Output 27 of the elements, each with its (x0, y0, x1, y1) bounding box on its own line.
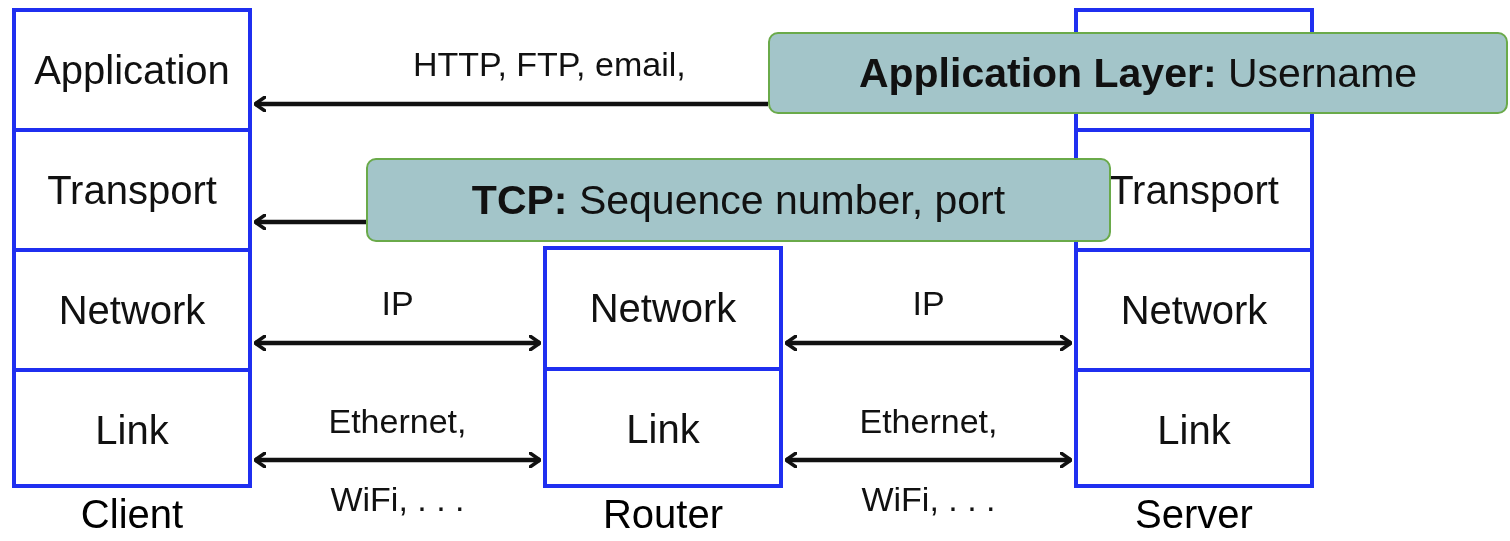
host-name: Server (1135, 492, 1253, 536)
layer-name: Transport (1109, 167, 1279, 213)
layer-name: Network (589, 286, 737, 331)
double-arrow (784, 334, 1073, 352)
callout-text: Application Layer: Username (858, 49, 1418, 97)
protocol-label: Ethernet, WiFi, . . . (327, 401, 468, 520)
double-arrow (253, 451, 542, 469)
annotation-tooltip (768, 32, 1508, 114)
layer-name: Link (95, 407, 169, 453)
layer-name: Transport (47, 167, 217, 213)
double-arrow (253, 334, 542, 352)
layer-name: Link (626, 407, 700, 452)
double-arrow (253, 213, 366, 231)
protocol-label: IP (380, 283, 415, 323)
callout-text: TCP: Sequence number, port (471, 176, 1006, 224)
host-name: Client (80, 492, 184, 536)
layer-name: Application (34, 47, 230, 93)
layer-name: Network (1120, 287, 1268, 333)
protocol-label: Ethernet, WiFi, . . . (858, 401, 999, 520)
double-arrow (784, 451, 1073, 469)
protocol-label: IP (911, 283, 946, 323)
layer-name: Link (1157, 407, 1231, 453)
annotation-tooltip (366, 158, 1111, 242)
double-arrow (253, 95, 768, 113)
host-name: Router (602, 492, 724, 536)
protocol-label: HTTP, FTP, email, (413, 44, 686, 84)
layer-name: Network (58, 287, 206, 333)
